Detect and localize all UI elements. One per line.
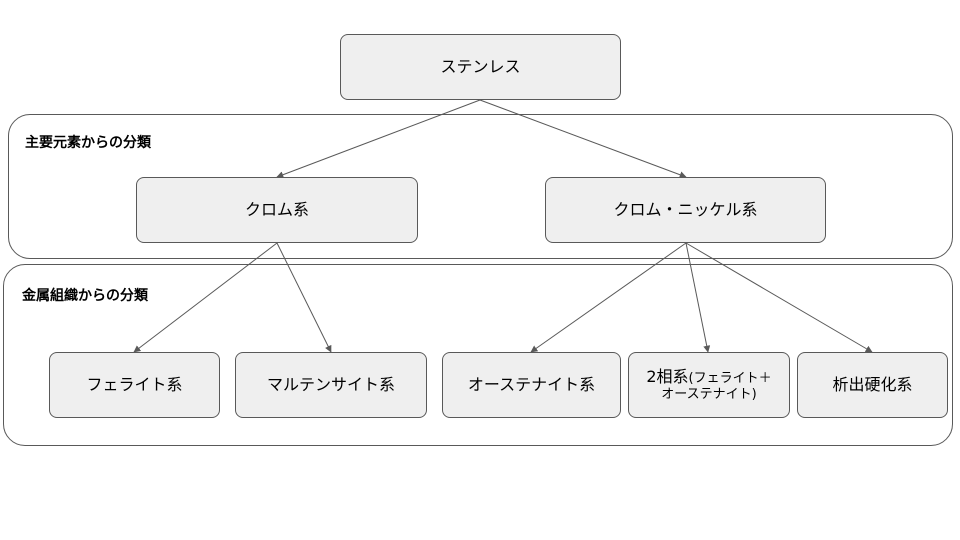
node-austenite: オーステナイト系 xyxy=(442,352,621,418)
node-stainless: ステンレス xyxy=(340,34,621,100)
node-austenite-label: オーステナイト系 xyxy=(467,375,596,395)
node-precipitation-label: 析出硬化系 xyxy=(832,375,913,395)
node-martensite-label: マルテンサイト系 xyxy=(266,375,395,395)
node-ferrite-label: フェライト系 xyxy=(86,375,183,395)
node-duplex-line1: 2相系(フェライト＋ xyxy=(646,367,771,387)
node-martensite: マルテンサイト系 xyxy=(235,352,427,418)
node-chromium-nickel-label: クロム・ニッケル系 xyxy=(613,200,758,220)
group-label-metal-structure: 金属組織からの分類 xyxy=(22,288,148,304)
node-ferrite: フェライト系 xyxy=(49,352,220,418)
node-duplex: 2相系(フェライト＋ オーステナイト) xyxy=(628,352,790,418)
node-chromium: クロム系 xyxy=(136,177,418,243)
node-stainless-label: ステンレス xyxy=(440,57,521,77)
node-duplex-main-label: 2相系 xyxy=(646,367,689,387)
node-chromium-nickel: クロム・ニッケル系 xyxy=(545,177,826,243)
node-duplex-text: 2相系(フェライト＋ オーステナイト) xyxy=(646,367,771,402)
node-precipitation-hardening: 析出硬化系 xyxy=(797,352,948,418)
node-duplex-small-label: (フェライト＋ xyxy=(688,371,772,387)
group-label-main-elements: 主要元素からの分類 xyxy=(25,135,151,151)
node-chromium-label: クロム系 xyxy=(244,200,309,220)
node-duplex-line2: オーステナイト) xyxy=(661,387,757,402)
